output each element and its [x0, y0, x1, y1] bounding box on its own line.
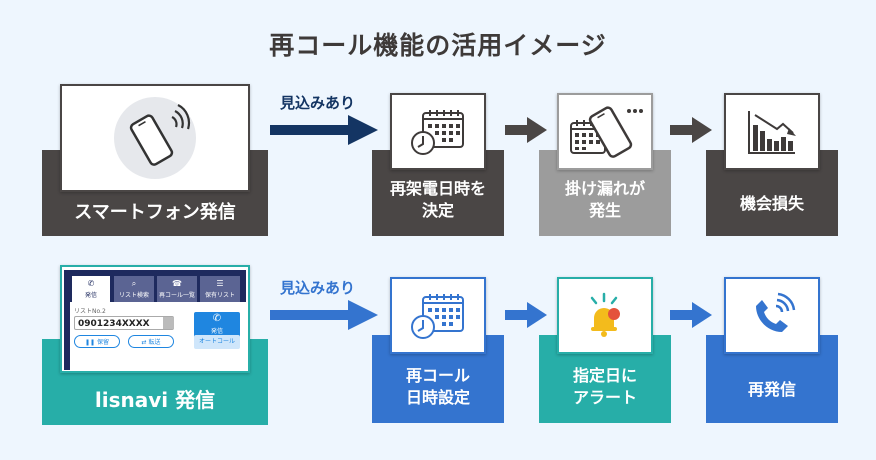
smartphone-card — [60, 84, 250, 192]
calendar-phone-icon — [567, 103, 643, 161]
step-label: lisnavi 発信 — [94, 388, 216, 412]
phone-number-field: 0901234XXXX — [74, 316, 174, 330]
search-icon: ⌕ — [131, 279, 137, 288]
calendar-card — [390, 93, 486, 170]
bell-alert-icon — [582, 292, 628, 340]
diagram-title: 再コール機能の活用イメージ — [269, 31, 607, 60]
step-label: 掛け漏れが 発生 — [564, 179, 645, 220]
arrow-right-icon — [505, 115, 549, 145]
list-icon: ☰ — [216, 279, 224, 288]
step-label: 再発信 — [747, 380, 796, 399]
arrow-right-icon — [670, 300, 714, 330]
declining-chart-icon — [747, 109, 797, 155]
calendar-card — [390, 277, 486, 354]
redial-card — [724, 277, 820, 354]
tab-call: ✆発信 — [72, 276, 110, 302]
alert-card — [557, 277, 653, 354]
list-label: リストNo.2 — [74, 308, 106, 315]
keypad-icon — [163, 317, 174, 329]
arrow-right-icon — [670, 115, 714, 145]
tab-list-search: ⌕リスト検索 — [114, 276, 154, 302]
mini-app: ✆発信 ⌕リスト検索 ☎再コール一覧 ☰保有リスト リストNo.2 090123… — [64, 270, 246, 370]
chart-card — [724, 93, 820, 170]
lisnavi-app-screenshot: ✆発信 ⌕リスト検索 ☎再コール一覧 ☰保有リスト リストNo.2 090123… — [60, 265, 250, 373]
arrow-right-icon — [505, 300, 549, 330]
calendar-clock-icon — [409, 291, 467, 341]
phone-call-icon — [748, 292, 796, 340]
calendar-clock-icon — [409, 107, 467, 157]
transfer-button: ⇄ 転送 — [128, 335, 174, 348]
step-label: 指定日に アラート — [572, 366, 637, 407]
step-label: スマートフォン発信 — [74, 202, 236, 223]
step-label: 再架電日時を 決定 — [389, 179, 486, 220]
step-label: 機会損失 — [739, 194, 804, 213]
arrow-right-icon — [270, 115, 380, 145]
recall-icon: ☎ — [172, 279, 182, 288]
autocall-button: オートコール — [194, 335, 240, 349]
arrow-label-prospect: 見込みあり — [280, 279, 356, 297]
phone-icon: ✆ — [212, 313, 222, 324]
app-body: リストNo.2 0901234XXXX ✆発信 ❚❚ 保留 ⇄ 転送 オートコー… — [70, 302, 246, 370]
arrow-label-prospect: 見込みあり — [280, 94, 356, 112]
missed-call-card — [557, 93, 653, 170]
step-label: 再コール 日時設定 — [405, 366, 470, 407]
tab-owned-list: ☰保有リスト — [200, 276, 240, 302]
tab-recall-list: ☎再コール一覧 — [157, 276, 197, 302]
hold-button: ❚❚ 保留 — [74, 335, 120, 348]
phone-icon: ✆ — [87, 279, 95, 288]
smartphone-ringing-icon — [114, 97, 196, 179]
arrow-right-icon — [270, 300, 380, 330]
